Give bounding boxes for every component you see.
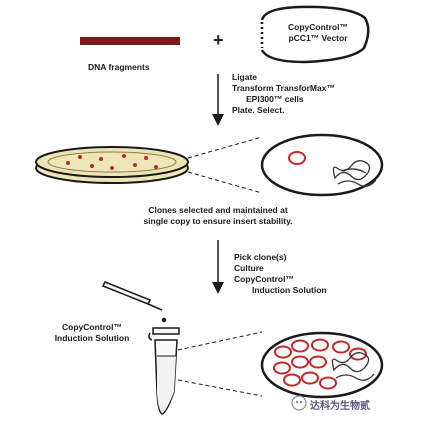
clones-caption: Clones selected and maintained at single… bbox=[90, 205, 346, 227]
culture-tube-icon bbox=[148, 327, 180, 415]
step1-text: Ligate Transform TransforMax™ EPI300™ ce… bbox=[232, 72, 335, 116]
clones-caption-line2: single copy to ensure insert stability. bbox=[143, 216, 293, 226]
multi-copy-cell-icon bbox=[260, 331, 384, 399]
single-copy-cell-icon bbox=[260, 133, 384, 197]
step2-line2: Culture bbox=[234, 263, 264, 273]
step2-line4: Induction Solution bbox=[252, 285, 327, 295]
callout-line-3 bbox=[177, 331, 263, 351]
step1-line1: Ligate bbox=[232, 72, 258, 82]
colony-dots bbox=[66, 154, 158, 170]
step1-line4: Plate. Select. bbox=[232, 105, 285, 115]
induction-label: CopyControl™ Induction Solution bbox=[38, 322, 146, 344]
pipette-icon bbox=[101, 281, 167, 323]
petri-dish-icon bbox=[35, 146, 189, 184]
vector-label-line2: pCC1™ Vector bbox=[288, 33, 348, 43]
callout-line-4 bbox=[177, 379, 263, 397]
step1-line2: Transform TransforMax™ bbox=[232, 83, 335, 93]
step2-line1: Pick clone(s) bbox=[234, 252, 287, 262]
dna-fragments-label: DNA fragments bbox=[88, 62, 150, 72]
step2-text: Pick clone(s) Culture CopyControl™ Induc… bbox=[234, 252, 327, 296]
dna-fragment-bar bbox=[80, 37, 180, 45]
vector-plasmid-icon bbox=[260, 5, 370, 64]
step1-line3: EPI300™ cells bbox=[246, 94, 304, 104]
watermark-logo-icon bbox=[291, 395, 307, 411]
clones-caption-line1: Clones selected and maintained at bbox=[148, 205, 288, 215]
callout-line-2 bbox=[187, 171, 263, 194]
induction-label-line1: CopyControl™ bbox=[62, 322, 122, 332]
step2-line3: CopyControl™ bbox=[234, 274, 294, 284]
vector-label-line1: CopyControl™ bbox=[288, 22, 348, 32]
vector-label: CopyControl™ pCC1™ Vector bbox=[278, 22, 358, 44]
watermark-text: 达科为生物贰 bbox=[310, 401, 370, 412]
induction-label-line2: Induction Solution bbox=[54, 333, 130, 343]
plus-sign: + bbox=[213, 30, 224, 50]
callout-line-1 bbox=[187, 136, 263, 159]
